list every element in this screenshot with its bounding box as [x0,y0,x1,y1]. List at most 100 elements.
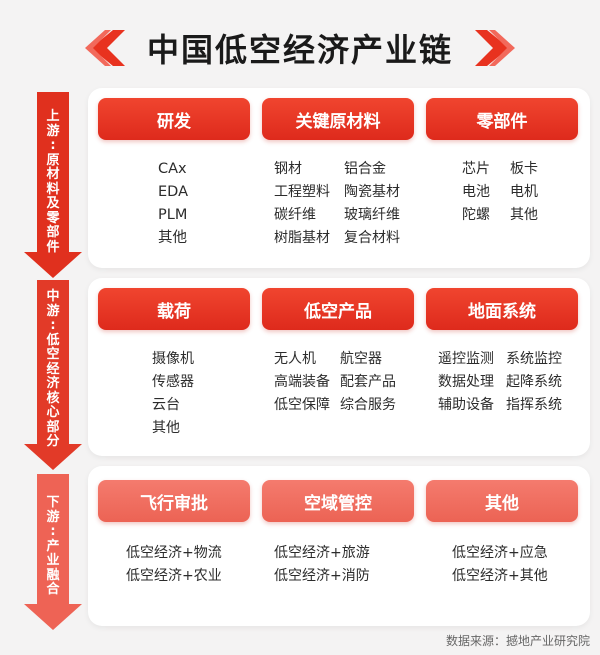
stage-label-char: 原 [46,152,60,168]
stage-label-char: : [50,524,56,539]
stage-label-char: 部 [46,225,60,240]
list-item: 传感器 [152,374,194,390]
item-list: 低空经济+应急 低空经济+其他 [452,542,548,588]
list-item: 低空经济+物流 [126,545,222,561]
list-item: 摄像机 [152,351,194,367]
stage-label-char: 核 [46,390,60,406]
stage-label-char: 业 [46,553,60,568]
list-item: 其他 [158,230,187,246]
stage-label-char: 产 [46,538,60,554]
stage-label-char: 分 [46,434,60,449]
item-list: 板卡 电机 其他 [510,158,538,227]
item-list: 芯片 电池 陀螺 [462,158,490,227]
stage-label-char: 低 [46,332,60,348]
stage-label-char: 游 [46,123,60,139]
list-item: 其他 [510,207,538,223]
category-header: 零部件 [426,98,578,140]
list-item: 航空器 [340,351,382,367]
list-item: 陀螺 [462,207,490,223]
stage-label-char: 零 [46,210,60,226]
list-item: 铝合金 [344,161,386,177]
stage-label-char: 部 [46,419,60,435]
stage-label-char: 心 [46,405,60,420]
list-item: PLM [158,207,188,223]
list-item: EDA [158,184,188,200]
stage-label-char: 游 [46,509,60,525]
stage-label-char: 合 [46,582,60,597]
source-note: 数据来源：撼地产业研究院 [445,634,590,648]
list-item: 电机 [510,184,538,200]
item-list: 摄像机 传感器 云台 其他 [152,348,194,440]
list-item: 低空经济+其他 [452,568,548,584]
chevron-right-icon [475,30,515,66]
stage-label-char: 件 [46,239,60,255]
list-item: 辅助设备 [438,397,494,413]
stage-label-char: : [50,318,56,333]
category-header: 地面系统 [426,288,578,330]
down-arrow-icon [24,280,82,470]
chevron-left-icon [84,30,125,66]
category-header: 关键原材料 [262,98,414,140]
stage-label-char: : [50,138,56,153]
list-item: 高端装备 [274,374,330,390]
item-list: 低空经济+物流 低空经济+农业 [126,542,222,588]
item-list: 遥控监测 数据处理 辅助设备 [438,348,494,417]
list-item: 其他 [152,420,180,436]
list-item: 综合服务 [340,397,396,413]
item-list: 系统监控 起降系统 指挥系统 [506,348,562,417]
stage-label-char: 料 [46,181,60,197]
stage-arrow-downstream: 下 游 : 产 业 融 合 [20,474,86,630]
item-list: CAx EDA PLM 其他 [158,158,188,250]
category-header: 载荷 [98,288,250,330]
list-item: 低空经济+旅游 [274,545,370,561]
category-header: 低空产品 [262,288,414,330]
list-item: 无人机 [274,351,316,367]
list-item: 碳纤维 [274,207,316,223]
list-item: 云台 [152,397,180,413]
title-bar: 中国低空经济产业链 [0,18,600,78]
item-list: 铝合金 陶瓷基材 玻璃纤维 复合材料 [344,158,400,250]
down-arrow-icon [24,92,82,278]
down-arrow-icon [24,474,82,630]
item-list: 无人机 高端装备 低空保障 [274,348,330,417]
list-item: 电池 [462,184,490,200]
list-item: 指挥系统 [506,397,562,413]
list-item: CAx [158,161,187,177]
stage-label-char: 济 [46,376,60,391]
list-item: 陶瓷基材 [344,184,400,200]
stage-arrow-midstream: 中 游 : 低 空 经 济 核 心 部 分 [20,280,86,470]
list-item: 低空保障 [274,397,330,413]
list-item: 树脂基材 [274,230,330,246]
stage-arrow-upstream: 上 游 : 原 材 料 及 零 部 件 [20,92,86,278]
stage-label-char: 经 [46,361,60,377]
category-header: 研发 [98,98,250,140]
list-item: 低空经济+消防 [274,568,370,584]
list-item: 配套产品 [340,374,396,390]
list-item: 工程塑料 [274,184,330,200]
list-item: 板卡 [510,161,538,177]
list-item: 玻璃纤维 [344,207,400,223]
page-title: 中国低空经济产业链 [146,31,453,69]
stage-label-char: 材 [46,167,60,182]
list-item: 低空经济+应急 [452,545,548,561]
stage-label-char: 空 [46,347,60,362]
item-list: 钢材 工程塑料 碳纤维 树脂基材 [274,158,330,250]
list-item: 遥控监测 [438,351,494,367]
panel-downstream: 飞行审批 空域管控 其他 低空经济+物流 低空经济+农业 低空经济+旅游 低空经… [88,466,590,626]
list-item: 系统监控 [506,351,562,367]
item-list: 航空器 配套产品 综合服务 [340,348,396,417]
stage-label-char: 融 [46,567,60,583]
stage-label-char: 游 [46,303,60,319]
panel-midstream: 载荷 低空产品 地面系统 摄像机 传感器 云台 其他 无人机 高端装备 低空保障… [88,278,590,456]
stage-label-char: 下 [46,495,60,510]
category-header: 其他 [426,480,578,522]
stage-label-char: 上 [46,109,60,124]
list-item: 数据处理 [438,374,494,390]
category-header: 空域管控 [262,480,414,522]
item-list: 低空经济+旅游 低空经济+消防 [274,542,370,588]
list-item: 芯片 [462,161,490,177]
category-header: 飞行审批 [98,480,250,522]
stage-label-char: 及 [46,196,60,211]
list-item: 起降系统 [506,374,562,390]
list-item: 复合材料 [344,230,400,246]
